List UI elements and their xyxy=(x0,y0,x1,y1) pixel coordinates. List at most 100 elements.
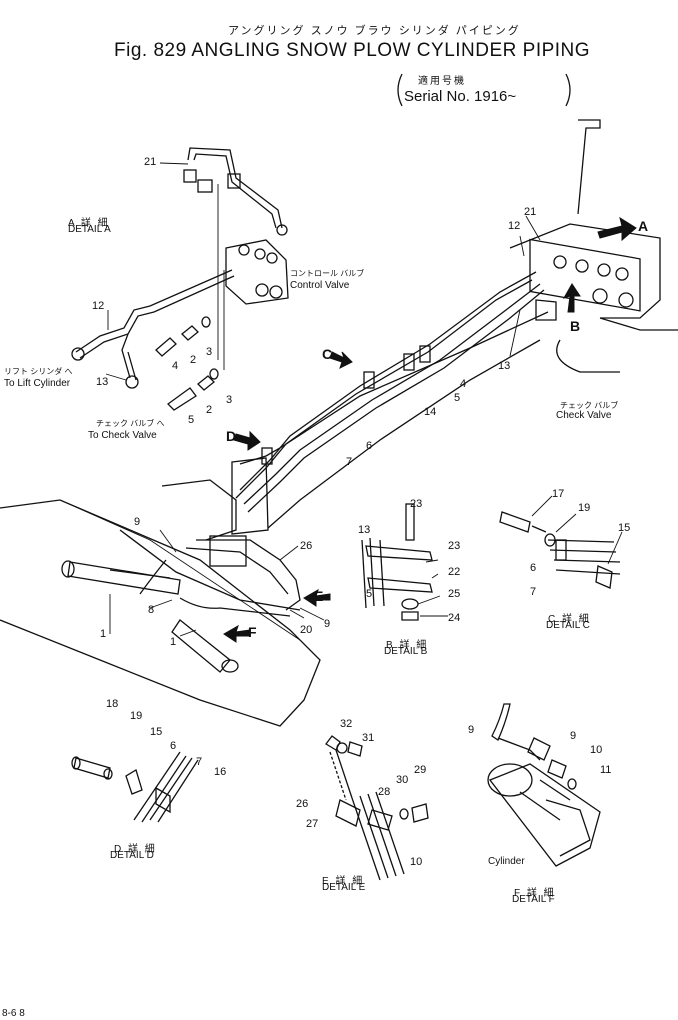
callout-31: 31 xyxy=(362,732,375,744)
detail-f-jp: F 詳 細 xyxy=(514,888,556,899)
callout-28: 28 xyxy=(378,786,391,798)
callout-27: 27 xyxy=(306,818,319,830)
callout-16: 16 xyxy=(214,766,227,778)
callout-26: 26 xyxy=(300,540,313,552)
control-valve-jp: コントロール バルブ xyxy=(290,269,365,278)
arrow-f-letter: F xyxy=(248,624,257,640)
detail-a-label: DETAIL A xyxy=(68,224,111,235)
check-valve-body xyxy=(535,299,557,321)
callout-7: 7 xyxy=(196,756,203,768)
detail-e-jp: E 詳 細 xyxy=(322,876,365,887)
callout-6: 6 xyxy=(530,562,537,574)
callout-9: 9 xyxy=(468,724,475,736)
callout-9: 9 xyxy=(134,516,141,528)
callout-5: 5 xyxy=(366,588,373,600)
detail-a-drawing xyxy=(71,147,289,411)
callout-9: 9 xyxy=(324,618,331,630)
frame-bracket xyxy=(161,479,237,541)
valve-block xyxy=(529,238,641,312)
arrow-d-letter: D xyxy=(226,428,237,444)
detail-c-jp: C 詳 細 xyxy=(548,614,591,625)
valve-spools xyxy=(553,255,634,308)
detail-e-label: DETAIL E xyxy=(322,882,366,893)
arrow-a-icon xyxy=(597,216,637,242)
callout-9: 9 xyxy=(570,730,577,742)
callout-7: 7 xyxy=(346,456,353,468)
callout-15: 15 xyxy=(618,522,631,534)
arrow-e-icon xyxy=(303,588,331,607)
arrow-b-icon xyxy=(562,283,581,313)
boom-bracket xyxy=(231,457,269,535)
callout-5: 5 xyxy=(188,414,195,426)
callout-3: 3 xyxy=(206,346,213,358)
callout-29: 29 xyxy=(414,764,427,776)
arrow-b-letter: B xyxy=(570,318,581,334)
callout-20: 20 xyxy=(300,624,313,636)
callout-19: 19 xyxy=(578,502,591,514)
detail-b-label: DETAIL B xyxy=(384,646,428,657)
cylinder-lower xyxy=(171,597,291,673)
detail-d-drawing xyxy=(71,751,199,823)
callout-13: 13 xyxy=(96,376,109,388)
arrow-c-letter: C xyxy=(322,346,333,362)
detail-b-jp: B 詳 細 xyxy=(386,640,429,651)
callout-26: 26 xyxy=(296,798,309,810)
callout-30: 30 xyxy=(396,774,409,786)
callout-22: 22 xyxy=(448,566,461,578)
callout-18: 18 xyxy=(106,698,119,710)
blade-frame xyxy=(119,529,301,611)
callout-10: 10 xyxy=(590,744,603,756)
callout-24: 24 xyxy=(448,612,461,624)
serial-bracket-right xyxy=(565,73,571,107)
pipe-21-a xyxy=(187,147,283,229)
hose-loop xyxy=(196,539,301,611)
callout-4: 4 xyxy=(460,378,467,390)
detail-c-label: DETAIL C xyxy=(546,620,590,631)
arrow-c-icon xyxy=(329,351,353,369)
callout-6: 6 xyxy=(366,440,373,452)
detail-f-drawing xyxy=(487,703,601,867)
pipe-clamps xyxy=(261,345,431,465)
callout-23: 23 xyxy=(410,498,423,510)
callout-13: 13 xyxy=(498,360,511,372)
callout-8: 8 xyxy=(148,604,155,616)
tractor-frame xyxy=(599,317,678,331)
to-check-label: To Check Valve xyxy=(88,430,157,441)
to-lift-jp: リフト シリンダ へ xyxy=(4,367,73,376)
callout-7: 7 xyxy=(530,586,537,598)
main-pipes xyxy=(235,271,545,513)
check-valve-jp: チェック バルブ xyxy=(560,401,619,410)
hose-manifold xyxy=(209,535,247,567)
serial-number: Serial No. 1916~ xyxy=(404,88,517,105)
to-check-jp: チェック バルブ へ xyxy=(96,419,165,428)
callout-17: 17 xyxy=(552,488,565,500)
callout-1: 1 xyxy=(170,636,177,648)
callout-4: 4 xyxy=(172,360,179,372)
callout-19: 19 xyxy=(130,710,143,722)
leader-lines xyxy=(105,162,623,637)
detail-d-jp: D 詳 細 xyxy=(114,844,157,855)
tractor-support xyxy=(556,339,620,373)
blade-edge xyxy=(59,499,301,641)
hose-loop-inner xyxy=(185,547,289,595)
callout-10: 10 xyxy=(410,856,423,868)
detail-a-jp: A 詳 細 xyxy=(68,218,110,229)
callout-13: 13 xyxy=(358,524,371,536)
callout-14: 14 xyxy=(424,406,437,418)
title-japanese: アングリング スノウ ブラウ シリンダ パイピング xyxy=(228,25,521,37)
plow-blade xyxy=(0,499,321,727)
callout-1: 1 xyxy=(100,628,107,640)
callout-2: 2 xyxy=(206,404,213,416)
callout-5: 5 xyxy=(454,392,461,404)
detail-b-drawing xyxy=(361,503,433,621)
arrow-a-letter: A xyxy=(638,218,649,234)
detail-d-label: DETAIL D xyxy=(110,850,154,861)
serial-japanese: 適用号機 xyxy=(418,76,466,87)
boom-lower xyxy=(267,339,541,529)
callout-12: 12 xyxy=(92,300,105,312)
hose-9-left xyxy=(139,559,167,595)
callout-15: 15 xyxy=(150,726,163,738)
to-lift-label: To Lift Cylinder xyxy=(4,378,71,389)
callout-6: 6 xyxy=(170,740,177,752)
